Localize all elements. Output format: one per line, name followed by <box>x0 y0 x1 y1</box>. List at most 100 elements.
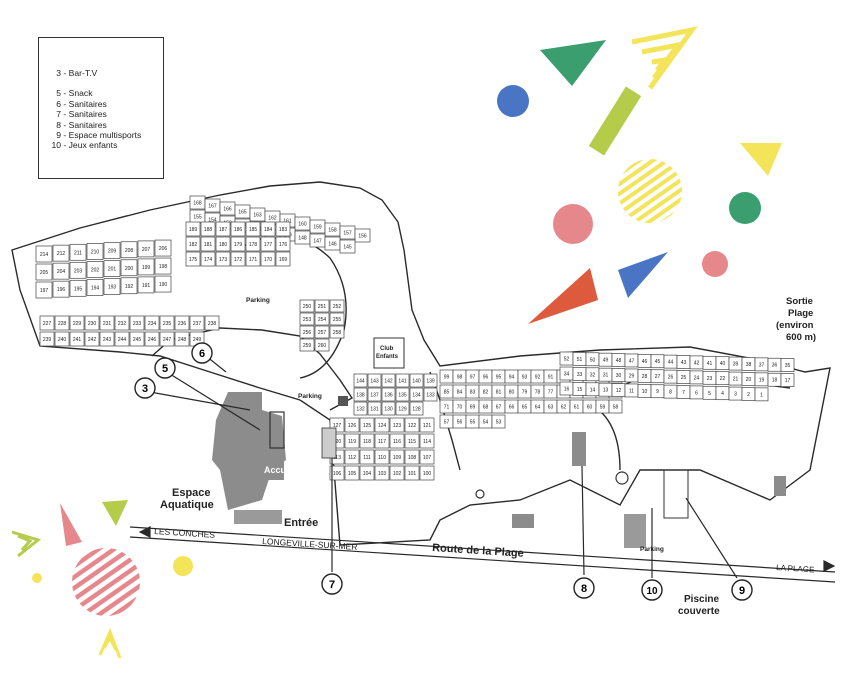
plot-number: 98 <box>457 375 463 381</box>
plot: 98 <box>452 369 467 384</box>
plot-number: 253 <box>303 317 312 323</box>
plot-number: 2 <box>747 392 750 398</box>
sortie-label-2: Plage <box>788 308 813 319</box>
legend-number: 3 <box>56 68 61 78</box>
plot-number: 170 <box>264 257 273 263</box>
plot-number: 155 <box>193 215 202 221</box>
plot: 20 <box>741 372 756 386</box>
plot: 242 <box>84 331 100 347</box>
plot: 54 <box>478 414 493 429</box>
map-labels: Espace Aquatique Entrée Accueil Parking … <box>160 296 816 617</box>
pool-lane <box>269 411 285 449</box>
plot: 185 <box>245 221 261 237</box>
plot-number: 148 <box>298 236 307 242</box>
parking-label-2: Parking <box>298 393 322 400</box>
plot-number: 145 <box>343 245 352 251</box>
plot-number: 24 <box>694 375 700 381</box>
green-circle <box>729 192 761 224</box>
marker-3: 3 <box>134 377 156 399</box>
plot-number: 37 <box>759 362 765 368</box>
plot: 101 <box>404 465 420 481</box>
parking-label-1: Parking <box>246 297 270 304</box>
plot: 45 <box>650 354 665 369</box>
plot: 143 <box>367 373 382 388</box>
plot-number: 117 <box>378 439 386 445</box>
plot-number: 185 <box>249 227 258 233</box>
plot: 211 <box>69 243 87 261</box>
plot-number: 208 <box>125 248 134 254</box>
plot-number: 231 <box>103 321 112 327</box>
plot: 52 <box>559 351 574 366</box>
plot-number: 128 <box>412 407 421 413</box>
plot-number: 100 <box>423 471 432 477</box>
plot-number: 5 <box>708 391 711 397</box>
yellow-triangle <box>740 143 782 176</box>
plot: 93 <box>517 369 532 384</box>
plot: 48 <box>611 353 626 367</box>
marker-leaders <box>149 355 738 579</box>
plot-number: 13 <box>603 388 609 394</box>
legend-number: 6 <box>56 98 61 109</box>
plot-number: 105 <box>348 471 357 477</box>
marker-8: 8 <box>573 577 595 599</box>
plot-number: 156 <box>358 234 367 240</box>
plot: 260 <box>314 338 330 352</box>
plot-number: 246 <box>148 337 157 343</box>
plot: 134 <box>409 387 424 402</box>
plot-number: 65 <box>522 405 528 411</box>
legend-item: 6 - Sanitaires <box>47 99 163 109</box>
legend-label: - Jeux enfants <box>61 140 118 151</box>
plot: 128 <box>409 401 424 416</box>
plot: 251 <box>314 299 330 313</box>
plot: 140 <box>409 373 424 388</box>
roundabout-east <box>615 471 629 485</box>
plot: 31 <box>598 367 613 382</box>
plot: 114 <box>419 433 435 449</box>
espace-label-2: Aquatique <box>160 499 214 511</box>
plot: 243 <box>99 331 115 347</box>
legend-label: - Sanitaires <box>61 98 107 109</box>
plot-number: 104 <box>363 471 372 477</box>
plot: 256 <box>299 325 315 339</box>
lime-bar <box>588 86 642 156</box>
plot-number: 251 <box>318 304 327 310</box>
plot: 179 <box>230 236 246 252</box>
pink-triangle <box>60 503 82 546</box>
plot: 116 <box>389 433 405 449</box>
plot-number: 127 <box>333 423 342 429</box>
road-les-conches: LES CONCHES <box>154 526 216 540</box>
plot-number: 177 <box>264 242 273 248</box>
plot-number: 239 <box>43 337 52 343</box>
plot-number: 196 <box>57 287 66 293</box>
plot-number: 258 <box>333 330 342 336</box>
plot: 65 <box>517 399 532 414</box>
plot-number: 229 <box>73 321 82 327</box>
plot-number: 91 <box>548 375 554 381</box>
plot: 236 <box>174 315 190 331</box>
plot-number: 198 <box>159 264 168 270</box>
plot: 184 <box>260 221 276 237</box>
plot-number: 112 <box>348 455 356 461</box>
plot-number: 243 <box>103 337 112 343</box>
plot-number: 192 <box>125 284 134 290</box>
plot-number: 200 <box>125 266 134 272</box>
plot: 189 <box>185 221 201 237</box>
sortie-label-1: Sortie <box>786 296 813 307</box>
plot-number: 1 <box>760 392 763 398</box>
plot: 37 <box>754 357 769 372</box>
piscine-label-1: Piscine <box>684 594 719 605</box>
plot-number: 176 <box>279 242 288 248</box>
decorative-shapes-top <box>497 26 782 324</box>
plot: 92 <box>530 369 545 384</box>
plot: 106 <box>329 465 345 481</box>
green-triangle <box>540 40 606 86</box>
plot-number: 132 <box>356 407 365 413</box>
plot-number: 166 <box>223 207 232 213</box>
plot-number: 42 <box>694 360 700 366</box>
plot-number: 252 <box>333 304 342 310</box>
plot: 187 <box>215 221 231 237</box>
plot-number: 47 <box>629 358 635 364</box>
espace-label-1: Espace <box>172 487 211 499</box>
plot-number: 33 <box>577 372 583 378</box>
